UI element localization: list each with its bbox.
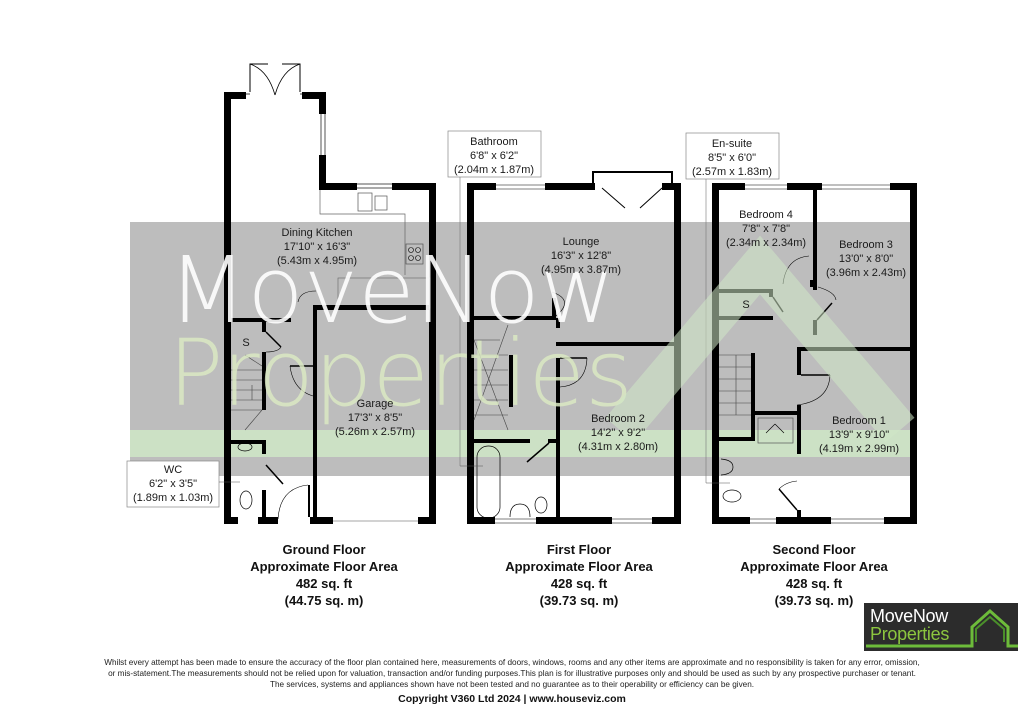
room-name: En-suite [712,138,752,150]
copyright: Copyright V360 Ltd 2024 | www.houseviz.c… [398,693,626,705]
room-metric: (4.95m x 3.87m) [541,264,621,276]
room-imperial: 13'9" x 9'10" [829,429,889,441]
room-imperial: 14'2" x 9'2" [591,427,645,439]
room-name: Garage [357,398,394,410]
room-metric: (3.96m x 2.43m) [826,267,906,279]
room-name: Bathroom [470,136,518,148]
floor-name: Ground Floor [282,542,366,557]
room-imperial: 17'10" x 16'3" [284,241,351,253]
room-imperial: 13'0" x 8'0" [839,253,893,265]
room-metric: (2.34m x 2.34m) [726,237,806,249]
floor-area-label: Approximate Floor Area [250,559,398,574]
watermark: MoveNow Properties [168,235,915,443]
disclaimer-line: The services, systems and appliances sho… [269,680,755,689]
disclaimer-line: or mis-statement.The measurements should… [108,669,916,678]
logo-line2: Properties [870,624,950,644]
room-metric: (5.43m x 4.95m) [277,255,357,267]
floor-area-label: Approximate Floor Area [740,559,888,574]
room-imperial: 16'3" x 12'8" [551,250,611,262]
disclaimer-line: Whilst every attempt has been made to en… [104,658,920,667]
room-metric: (1.89m x 1.03m) [133,492,213,504]
floor-area-sqm: (39.73 sq. m) [774,593,854,608]
second-floor-plan [712,183,917,524]
room-imperial: 17'3" x 8'5" [348,412,402,424]
storage-label: S [742,299,749,311]
movenow-logo: MoveNow Properties [864,603,1018,651]
second-floor-caption: Second Floor Approximate Floor Area 428 … [704,541,924,609]
ground-floor-caption: Ground Floor Approximate Floor Area 482 … [214,541,434,609]
en-suite-label-box [685,132,780,484]
room-metric: (5.26m x 2.57m) [335,426,415,438]
floor-area-sqm: (44.75 sq. m) [284,593,364,608]
room-name: Bedroom 4 [739,209,793,221]
floor-area-sqm: (39.73 sq. m) [539,593,619,608]
room-metric: (4.19m x 2.99m) [819,443,899,455]
floor-area-sqft: 428 sq. ft [785,576,843,591]
floor-name: Second Floor [772,542,856,557]
room-labels: Dining Kitchen 17'10" x 16'3" (5.43m x 4… [133,136,906,504]
floor-area-sqft: 482 sq. ft [295,576,353,591]
room-name: WC [164,464,182,476]
room-metric: (2.04m x 1.87m) [454,164,534,176]
wc-label-box [126,460,240,508]
bathroom-label-box [447,130,542,467]
room-imperial: 8'5" x 6'0" [708,152,756,164]
room-name: Bedroom 3 [839,239,893,251]
floor-area-sqft: 428 sq. ft [550,576,608,591]
room-imperial: 6'2" x 3'5" [149,478,197,490]
room-imperial: 6'8" x 6'2" [470,150,518,162]
floor-area-label: Approximate Floor Area [505,559,653,574]
room-name: Lounge [563,236,600,248]
room-metric: (2.57m x 1.83m) [692,166,772,178]
ground-floor-plan [224,63,436,524]
floor-name: First Floor [546,542,612,557]
logo-line1: MoveNow [870,606,948,626]
room-name: Bedroom 2 [591,413,645,425]
room-metric: (4.31m x 2.80m) [578,441,658,453]
room-name: Dining Kitchen [282,227,353,239]
watermark-line2: Properties [168,320,633,427]
watermark-line1: MoveNow [168,237,615,344]
room-name: Bedroom 1 [832,415,886,427]
house-icon [866,608,1018,648]
room-imperial: 7'8" x 7'8" [742,223,790,235]
first-floor-caption: First Floor Approximate Floor Area 428 s… [469,541,689,609]
storage-label: S [242,337,249,349]
disclaimer: Whilst every attempt has been made to en… [40,657,984,690]
